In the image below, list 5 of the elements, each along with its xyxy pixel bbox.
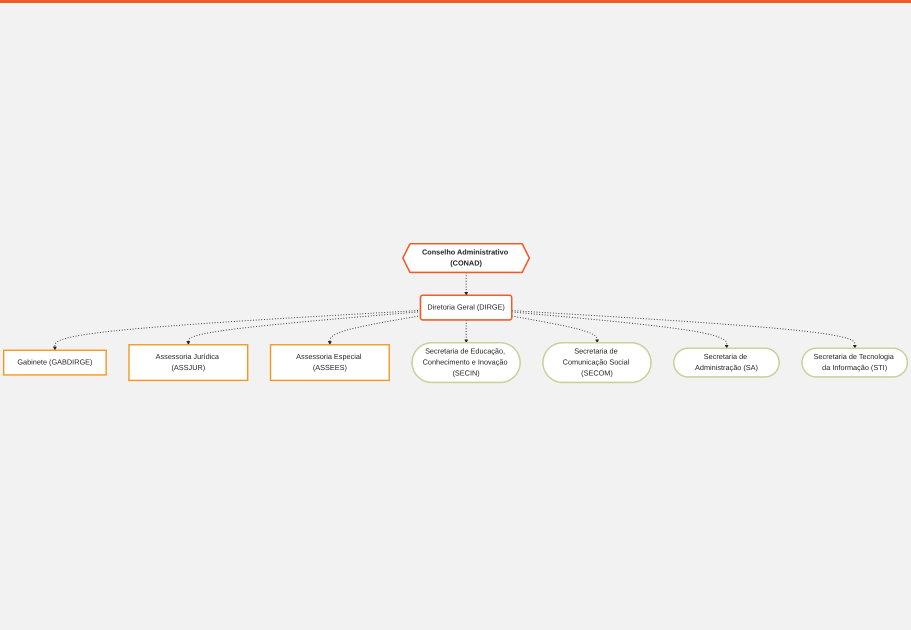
arrow xyxy=(511,311,729,349)
arrow xyxy=(464,272,468,296)
arrow xyxy=(464,320,468,344)
arrow xyxy=(511,316,600,344)
arrow xyxy=(511,310,857,349)
